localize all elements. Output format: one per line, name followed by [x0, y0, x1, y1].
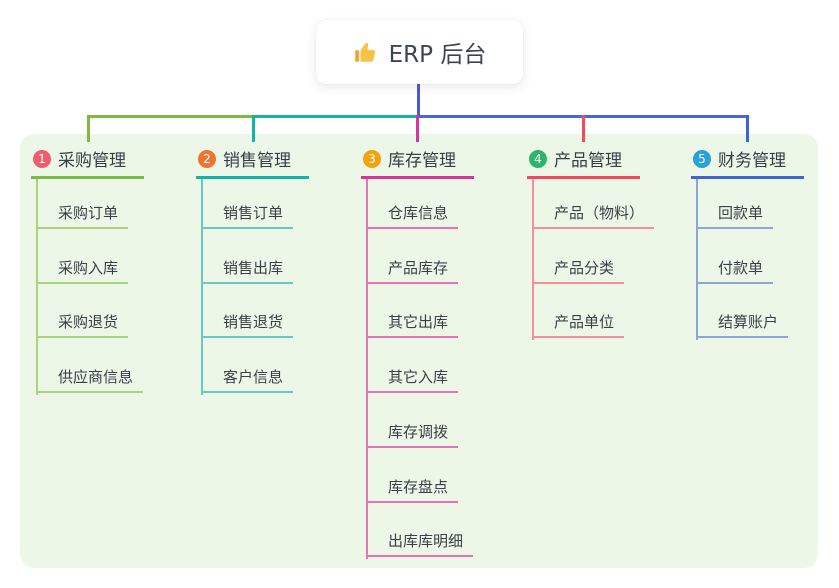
branch-drop-line [746, 115, 749, 142]
branch-topic-1[interactable]: 1 采购管理 [31, 146, 144, 179]
root-node[interactable]: ERP 后台 [316, 20, 523, 84]
child-node[interactable]: 出库库明细 [366, 530, 474, 557]
child-node-label: 销售退货 [223, 313, 284, 331]
branches-panel [20, 134, 818, 568]
connector-bus-segment [87, 115, 253, 118]
child-node-label: 销售出库 [223, 259, 284, 277]
child-node-label: 采购退货 [58, 313, 119, 331]
thumbs-up-icon [354, 43, 375, 62]
child-node-label: 仓库信息 [388, 204, 449, 222]
root-stem-line [417, 83, 420, 118]
child-node-label: 采购入库 [58, 259, 119, 277]
root-label: ERP 后台 [388, 42, 487, 68]
branch-topic-4[interactable]: 4 产品管理 [527, 146, 640, 179]
child-connector-line [36, 177, 38, 395]
child-node[interactable]: 其它出库 [366, 311, 459, 338]
child-node-label: 销售订单 [223, 204, 284, 222]
branch-topic-2[interactable]: 2 销售管理 [196, 146, 309, 179]
child-node[interactable]: 付款单 [696, 257, 774, 284]
child-connector-line [532, 177, 534, 340]
child-node[interactable]: 产品单位 [532, 311, 625, 338]
child-node-label: 库存盘点 [388, 478, 449, 496]
child-node[interactable]: 销售出库 [201, 257, 294, 284]
child-node-label: 付款单 [718, 259, 764, 277]
child-node-label: 产品库存 [388, 259, 449, 277]
child-node-label: 结算账户 [718, 313, 779, 331]
branch-drop-line [87, 115, 90, 142]
child-node-label: 其它入库 [388, 368, 449, 386]
branch-number-badge: 5 [693, 149, 711, 168]
child-node-label: 库存调拨 [388, 423, 449, 441]
child-node[interactable]: 销售退货 [201, 311, 294, 338]
child-node[interactable]: 产品（物料） [532, 202, 655, 229]
child-node[interactable]: 客户信息 [201, 366, 294, 393]
branch-topic-label: 销售管理 [223, 151, 291, 171]
child-node-label: 供应商信息 [58, 368, 134, 386]
branch-number-badge: 3 [363, 149, 381, 168]
child-node[interactable]: 供应商信息 [36, 366, 144, 393]
child-node-label: 采购订单 [58, 204, 119, 222]
child-node[interactable]: 结算账户 [696, 311, 789, 338]
branch-drop-line [252, 115, 255, 142]
branch-number-badge: 4 [529, 149, 547, 168]
child-node-label: 客户信息 [223, 368, 284, 386]
child-node-label: 出库库明细 [388, 532, 464, 550]
child-node[interactable]: 采购退货 [36, 311, 129, 338]
child-node-label: 产品单位 [554, 313, 615, 331]
branch-topic-label: 采购管理 [58, 151, 126, 171]
branch-drop-line [416, 115, 419, 142]
child-node[interactable]: 产品库存 [366, 257, 459, 284]
child-node[interactable]: 销售订单 [201, 202, 294, 229]
child-node[interactable]: 产品分类 [532, 257, 625, 284]
child-connector-line [201, 177, 203, 395]
child-node[interactable]: 采购入库 [36, 257, 129, 284]
child-node-label: 产品分类 [554, 259, 615, 277]
connector-bus-segment [252, 115, 418, 118]
child-node[interactable]: 其它入库 [366, 366, 459, 393]
branch-number-badge: 1 [33, 149, 51, 168]
branch-number-badge: 2 [198, 149, 216, 168]
child-node[interactable]: 回款单 [696, 202, 774, 229]
branch-topic-label: 财务管理 [718, 151, 786, 171]
branch-topic-label: 库存管理 [388, 151, 456, 171]
child-node-label: 其它出库 [388, 313, 449, 331]
child-node[interactable]: 库存调拨 [366, 421, 459, 448]
branch-topic-3[interactable]: 3 库存管理 [361, 146, 474, 179]
branch-topic-5[interactable]: 5 财务管理 [691, 146, 804, 179]
child-node[interactable]: 采购订单 [36, 202, 129, 229]
child-connector-line [696, 177, 698, 340]
child-node[interactable]: 仓库信息 [366, 202, 459, 229]
branch-drop-line [582, 115, 585, 142]
child-connector-line [366, 177, 368, 559]
child-node-label: 回款单 [718, 204, 764, 222]
branch-topic-label: 产品管理 [554, 151, 622, 171]
child-node-label: 产品（物料） [554, 204, 645, 222]
child-node[interactable]: 库存盘点 [366, 476, 459, 503]
